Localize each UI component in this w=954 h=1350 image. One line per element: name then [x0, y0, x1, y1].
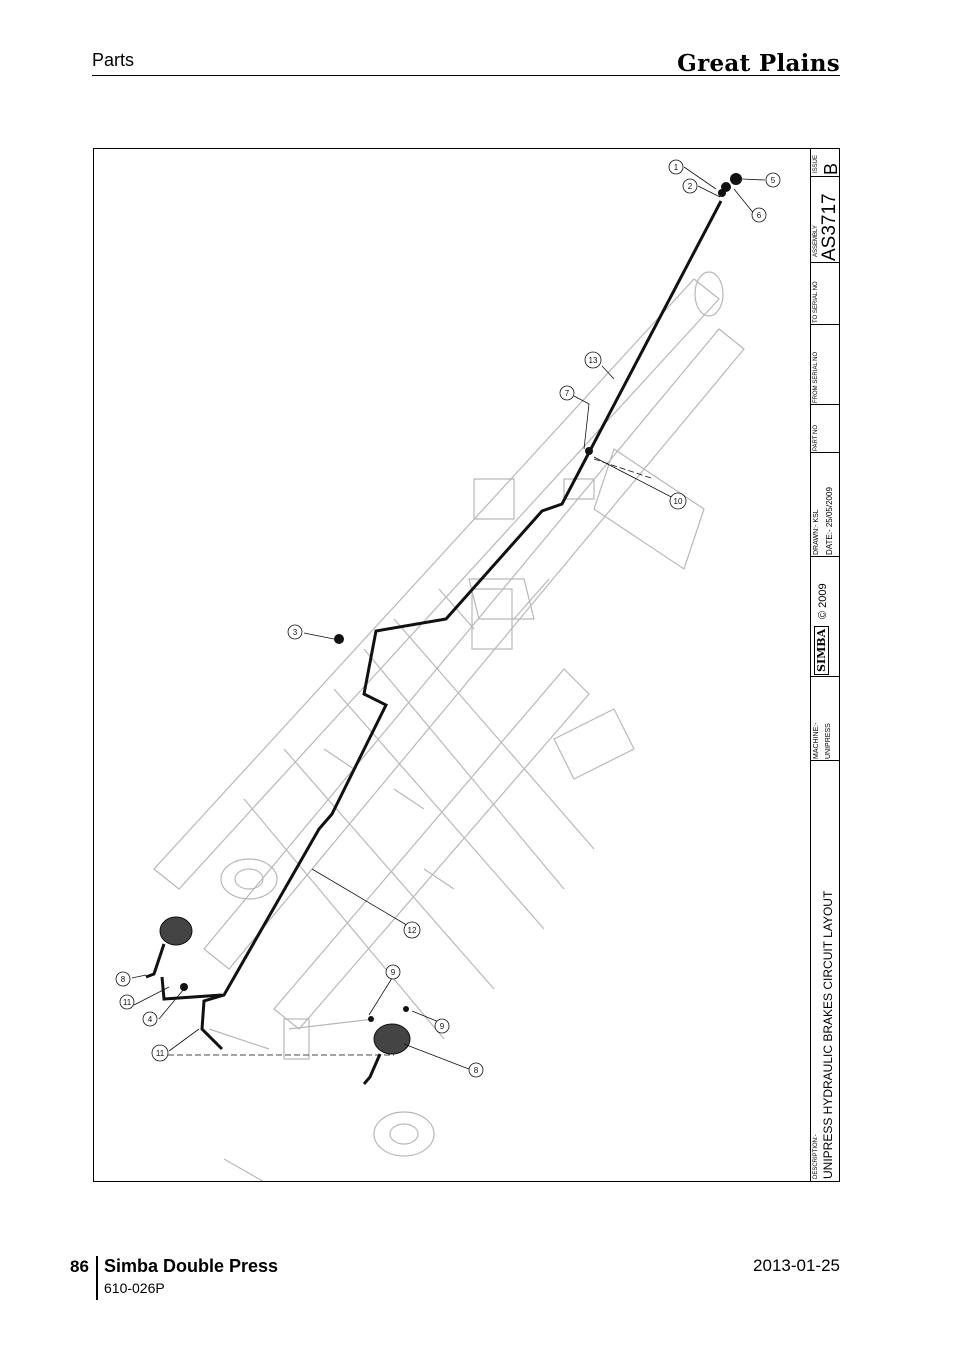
callout: 12: [403, 921, 421, 939]
footer-divider: [96, 1256, 98, 1300]
callout: 13: [584, 351, 602, 369]
issue-value: B: [821, 162, 841, 175]
callout-label: 12: [408, 926, 417, 935]
callout: 5: [765, 172, 781, 188]
to-serial-cell: TO SERIAL NO: [811, 263, 840, 325]
callout: 11: [151, 1044, 169, 1062]
callout: 2: [682, 178, 698, 194]
simba-logo: SIMBA: [814, 625, 829, 675]
callout-label: 10: [674, 497, 683, 506]
fittings: [180, 173, 742, 1022]
description-value: UNIPRESS HYDRAULIC BRAKES CIRCUIT LAYOUT: [821, 890, 835, 1179]
brake-hose: [200, 200, 723, 1051]
manual-title: Simba Double Press: [104, 1256, 279, 1276]
callout: 4: [142, 1011, 158, 1027]
callout: 9: [434, 1018, 450, 1034]
issue-cell: ISSUE B: [811, 149, 841, 177]
drawn-cell: DRAWN:- KSL DATE:- 25/05/2009: [811, 453, 840, 557]
from-serial-label: FROM SERIAL NO: [813, 351, 819, 403]
callout: 8: [468, 1062, 484, 1078]
callout: 9: [385, 964, 401, 980]
callout: 10: [669, 492, 687, 510]
callout-label: 2: [688, 182, 693, 191]
from-serial-cell: FROM SERIAL NO: [811, 325, 840, 405]
brake-chambers: [145, 916, 411, 1085]
description-cell: DESCRIPTION:- UNIPRESS HYDRAULIC BRAKES …: [811, 761, 840, 1181]
callout-label: 9: [440, 1022, 445, 1031]
callout: 8: [115, 971, 131, 987]
part-no-cell: PART NO: [811, 405, 840, 453]
callout-label: 3: [293, 628, 298, 637]
description-label: DESCRIPTION:-: [813, 1134, 819, 1179]
callout: 7: [559, 385, 575, 401]
to-serial-label: TO SERIAL NO: [813, 281, 819, 323]
page-number: 86: [70, 1257, 89, 1276]
callout: 1: [668, 159, 684, 175]
manual-code: 610-026P: [104, 1280, 165, 1296]
callout-label: 7: [565, 389, 570, 398]
callout-label: 1: [674, 163, 679, 172]
manual-date: 2013-01-25: [753, 1256, 840, 1275]
callout-label: 6: [757, 211, 762, 220]
machine-cell: MACHINE:- UNIPRESS: [811, 677, 840, 761]
machine-label: MACHINE:-: [813, 722, 820, 759]
copyright-text: © 2009: [817, 583, 829, 619]
callout-label: 11: [156, 1049, 165, 1058]
chassis-outline: [153, 271, 745, 1181]
machine-value: UNIPRESS: [825, 723, 832, 759]
callout-label: 8: [121, 975, 126, 984]
assembly-value: AS3717: [819, 193, 840, 261]
callout: 11: [119, 994, 135, 1010]
callout-label: 5: [771, 176, 776, 185]
part-no-label: PART NO: [813, 424, 819, 451]
callouts: 1 2 5 6 13 7 10 3 12 9 9 8 11 4 11 8: [115, 159, 781, 1078]
leader-lines: [131, 166, 766, 1072]
callout-label: 9: [391, 968, 396, 977]
hydraulic-brake-drawing: 1 2 5 6 13 7 10 3 12 9 9 8 11 4 11 8: [115, 159, 781, 1181]
callout-label: 11: [123, 998, 132, 1007]
copyright-cell: © 2009 SIMBA: [811, 557, 840, 677]
drawing-frame: [93, 148, 840, 1182]
drawn-by: DRAWN:- KSL: [813, 509, 820, 555]
callout-label: 8: [474, 1066, 479, 1075]
section-label: Parts: [92, 50, 135, 70]
assembly-cell: ASSEMBLY AS3717: [811, 177, 840, 263]
header-rule: [92, 75, 840, 76]
callout-label: 4: [148, 1015, 153, 1024]
title-block: ISSUE B ASSEMBLY AS3717 TO SERIAL NO FRO…: [810, 149, 841, 1181]
callout-label: 13: [589, 356, 598, 365]
brand-logo: Great Plains: [677, 50, 840, 77]
callout: 3: [287, 624, 303, 640]
drawing-date: DATE:- 25/05/2009: [825, 487, 834, 555]
callout: 6: [751, 207, 767, 223]
issue-label: ISSUE: [813, 154, 819, 173]
